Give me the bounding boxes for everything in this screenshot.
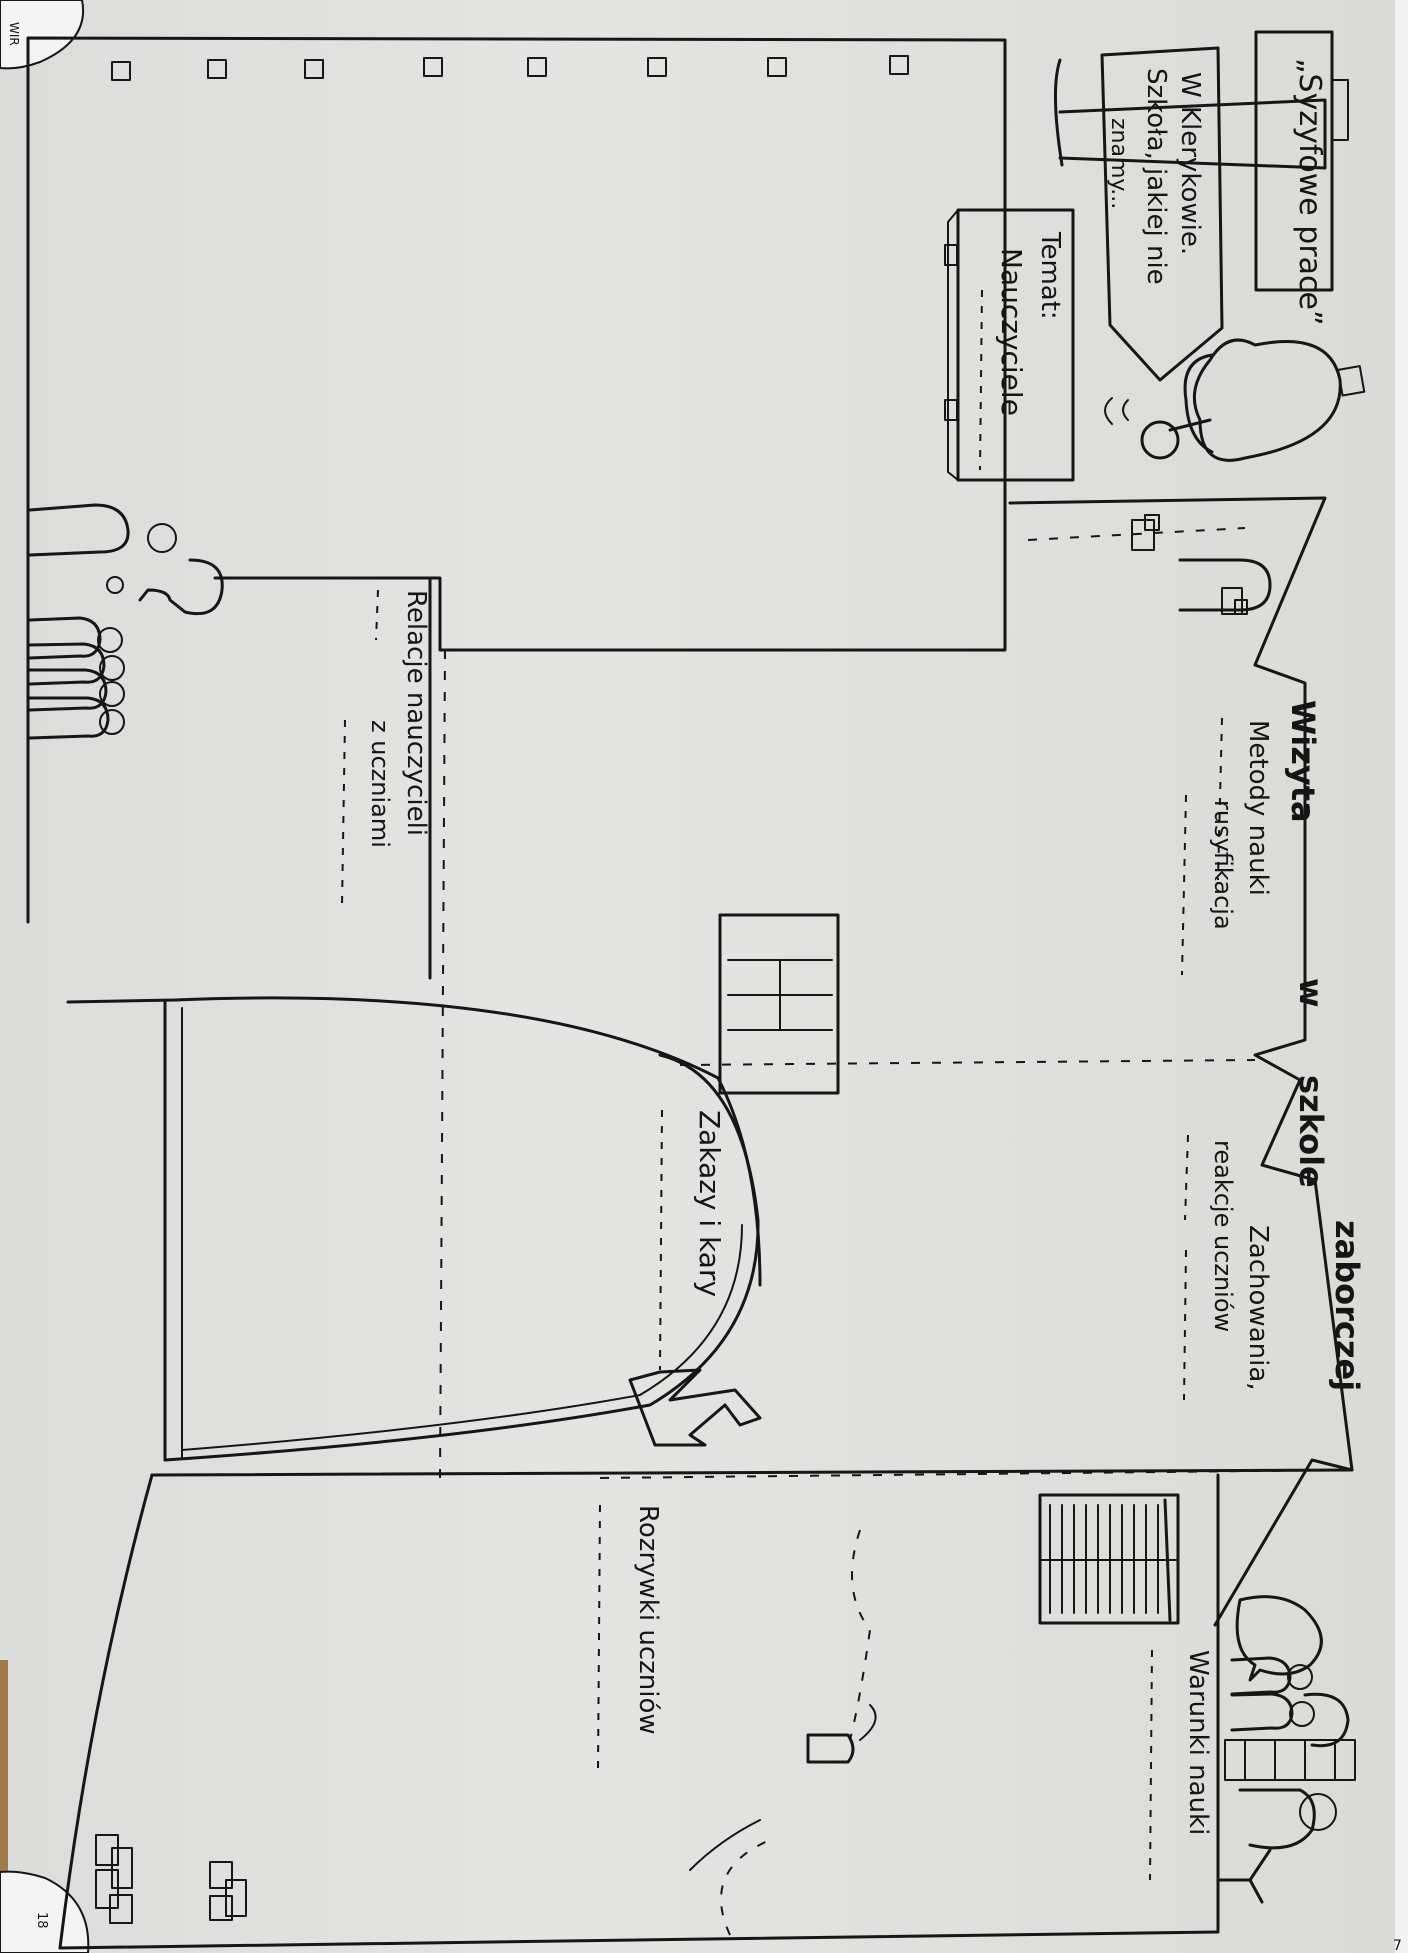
title-word-1: Wizyta (1284, 700, 1322, 823)
page-number: 18 (34, 1912, 49, 1929)
behaviour-heading: Zachowania, (1243, 1225, 1273, 1391)
intro-line-1: W Klerykowie. (1175, 72, 1205, 255)
tower-arch (165, 1002, 758, 1460)
relations-subheading: z uczniami (366, 720, 394, 848)
relations-heading: Relacje nauczycieli (401, 590, 431, 836)
section-methods: Metody nauki rusyfikacja (1182, 718, 1273, 975)
top-windows (112, 56, 908, 80)
book-title: „Syzyfowe prace” (1292, 58, 1327, 326)
small-door-icon (808, 1735, 853, 1762)
section-bans: Zakazy i kary (660, 1110, 726, 1370)
board-topic: Nauczyciele (995, 248, 1028, 416)
bans-heading: Zakazy i kary (693, 1110, 726, 1297)
page-title: Wizyta w szkole zaborczej (1284, 700, 1366, 1391)
conditions-heading: Warunki nauki (1183, 1650, 1213, 1835)
wall-bricks-icon (96, 1835, 246, 1923)
title-word-2: w (1292, 978, 1330, 1008)
title-word-4: zaborczej (1328, 1220, 1366, 1391)
title-word-3: szkole (1292, 1075, 1330, 1188)
blackboard: Temat: Nauczyciele (945, 210, 1073, 480)
question-figures-icon (30, 505, 222, 738)
chimney-smoke (690, 1705, 876, 1870)
intro-signboard: W Klerykowie. Szkoła, jakiej nie znamy..… (1102, 48, 1222, 380)
section-conditions: Warunki nauki (1150, 1650, 1213, 1880)
building-outline (28, 38, 1352, 1948)
dashed-divider (721, 1530, 870, 1935)
corner-tab-label: WIR (7, 22, 21, 46)
section-games: Rozrywki uczniów (598, 1505, 663, 1770)
corner-tab-top: WIR (0, 0, 83, 68)
barred-window-icon (1040, 1495, 1178, 1623)
behaviour-subheading: reakcje uczniów (1209, 1140, 1237, 1332)
teacher-figure-icon (1105, 340, 1364, 460)
edge-number: 7 (1393, 1938, 1402, 1953)
section-relations: Relacje nauczycieli z uczniami (342, 590, 431, 905)
lightning-bolt-icon (630, 1370, 760, 1445)
dashed-divider (680, 1060, 1255, 1065)
pupils-group-icon (30, 618, 124, 738)
board-topic-label: Temat: (1035, 231, 1065, 320)
tower-window-icon (720, 915, 838, 1093)
pupils-conversation-icon (1220, 1597, 1355, 1902)
intro-line-3: znamy... (1106, 118, 1131, 209)
corner-tab-bottom: 18 (0, 1872, 88, 1953)
dashed-divider (1028, 528, 1245, 540)
section-behaviour: Zachowania, reakcje uczniów (1184, 1135, 1273, 1400)
intro-line-2: Szkoła, jakiej nie (1141, 68, 1171, 285)
games-heading: Rozrywki uczniów (633, 1505, 663, 1735)
methods-subheading: rusyfikacja (1209, 800, 1237, 930)
dashed-divider (440, 650, 445, 1478)
methods-heading: Metody nauki (1243, 720, 1273, 896)
